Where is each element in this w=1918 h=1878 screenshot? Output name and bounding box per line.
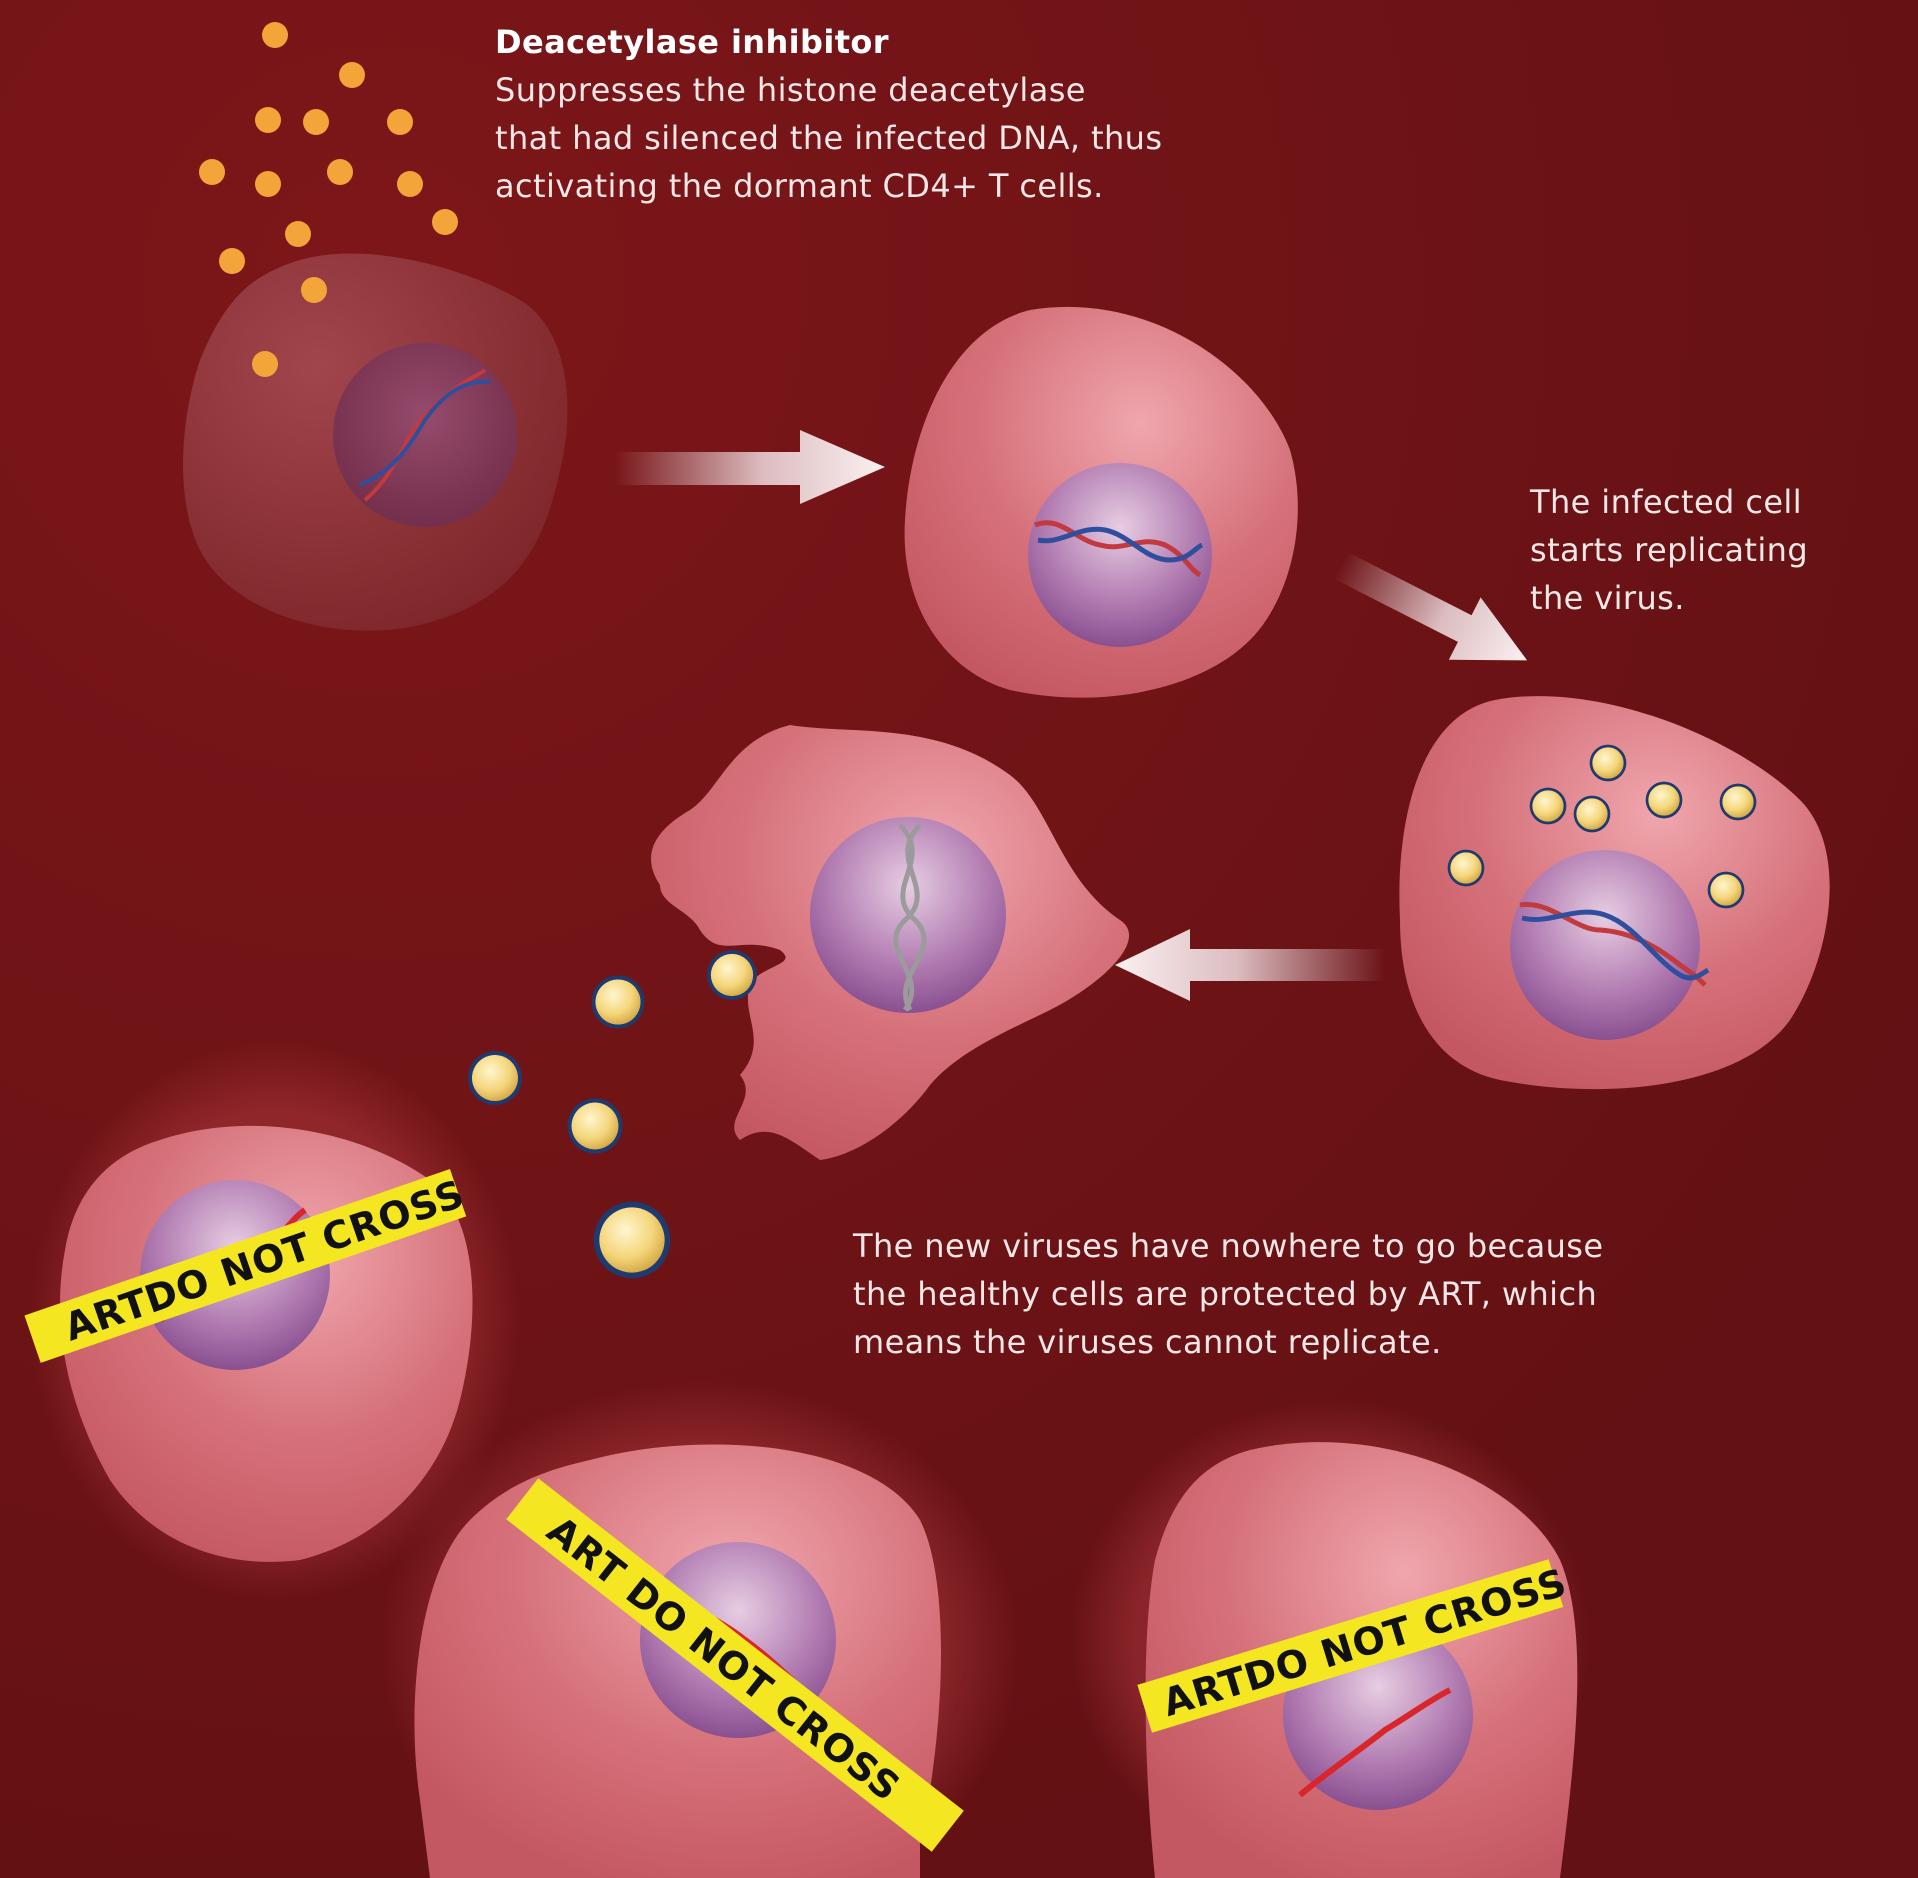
protection-line-1: The new viruses have nowhere to go becau… — [853, 1222, 1603, 1270]
drug-dot — [327, 159, 353, 185]
replicating-nucleus — [1510, 850, 1700, 1040]
drug-title: Deacetylase inhibitor — [495, 18, 1162, 66]
virion-icon — [1448, 850, 1485, 887]
drug-dot — [285, 221, 311, 247]
replication-caption: The infected cell starts replicating the… — [1530, 478, 1808, 622]
drug-description: Deacetylase inhibitor Suppresses the his… — [495, 18, 1162, 210]
drug-dot — [303, 109, 329, 135]
virion-icon — [1708, 872, 1745, 909]
drug-dot — [219, 248, 245, 274]
drug-line-1: Suppresses the histone deacetylase — [495, 66, 1162, 114]
virion-icon — [594, 1202, 671, 1279]
replication-line-2: starts replicating — [1530, 526, 1808, 574]
drug-dot — [397, 171, 423, 197]
drug-dot — [339, 62, 365, 88]
protection-caption: The new viruses have nowhere to go becau… — [853, 1222, 1603, 1366]
drug-dot — [252, 351, 278, 377]
virion-icon — [567, 1098, 622, 1153]
virion-icon — [468, 1051, 522, 1105]
dormant-cell — [183, 254, 567, 631]
drug-dot — [255, 107, 281, 133]
drug-line-2: that had silenced the infected DNA, thus — [495, 114, 1162, 162]
dormant-nucleus — [333, 343, 517, 527]
drug-dot — [387, 109, 413, 135]
replication-line-1: The infected cell — [1530, 478, 1808, 526]
protection-line-2: the healthy cells are protected by ART, … — [853, 1270, 1603, 1318]
drug-dot — [301, 277, 327, 303]
virion-icon — [1574, 796, 1611, 833]
drug-line-3: activating the dormant CD4+ T cells. — [495, 162, 1162, 210]
protection-line-3: means the viruses cannot replicate. — [853, 1318, 1603, 1366]
virion-icon — [707, 950, 757, 1000]
virion-icon — [1590, 745, 1627, 782]
drug-dot — [432, 209, 458, 235]
virion-icon — [1646, 782, 1683, 819]
virion-icon — [1720, 784, 1757, 821]
drug-dot — [255, 171, 281, 197]
drug-dot — [199, 159, 225, 185]
replication-line-3: the virus. — [1530, 574, 1808, 622]
drug-dot — [262, 22, 288, 48]
virion-icon — [592, 976, 645, 1029]
virion-icon — [1530, 788, 1567, 825]
